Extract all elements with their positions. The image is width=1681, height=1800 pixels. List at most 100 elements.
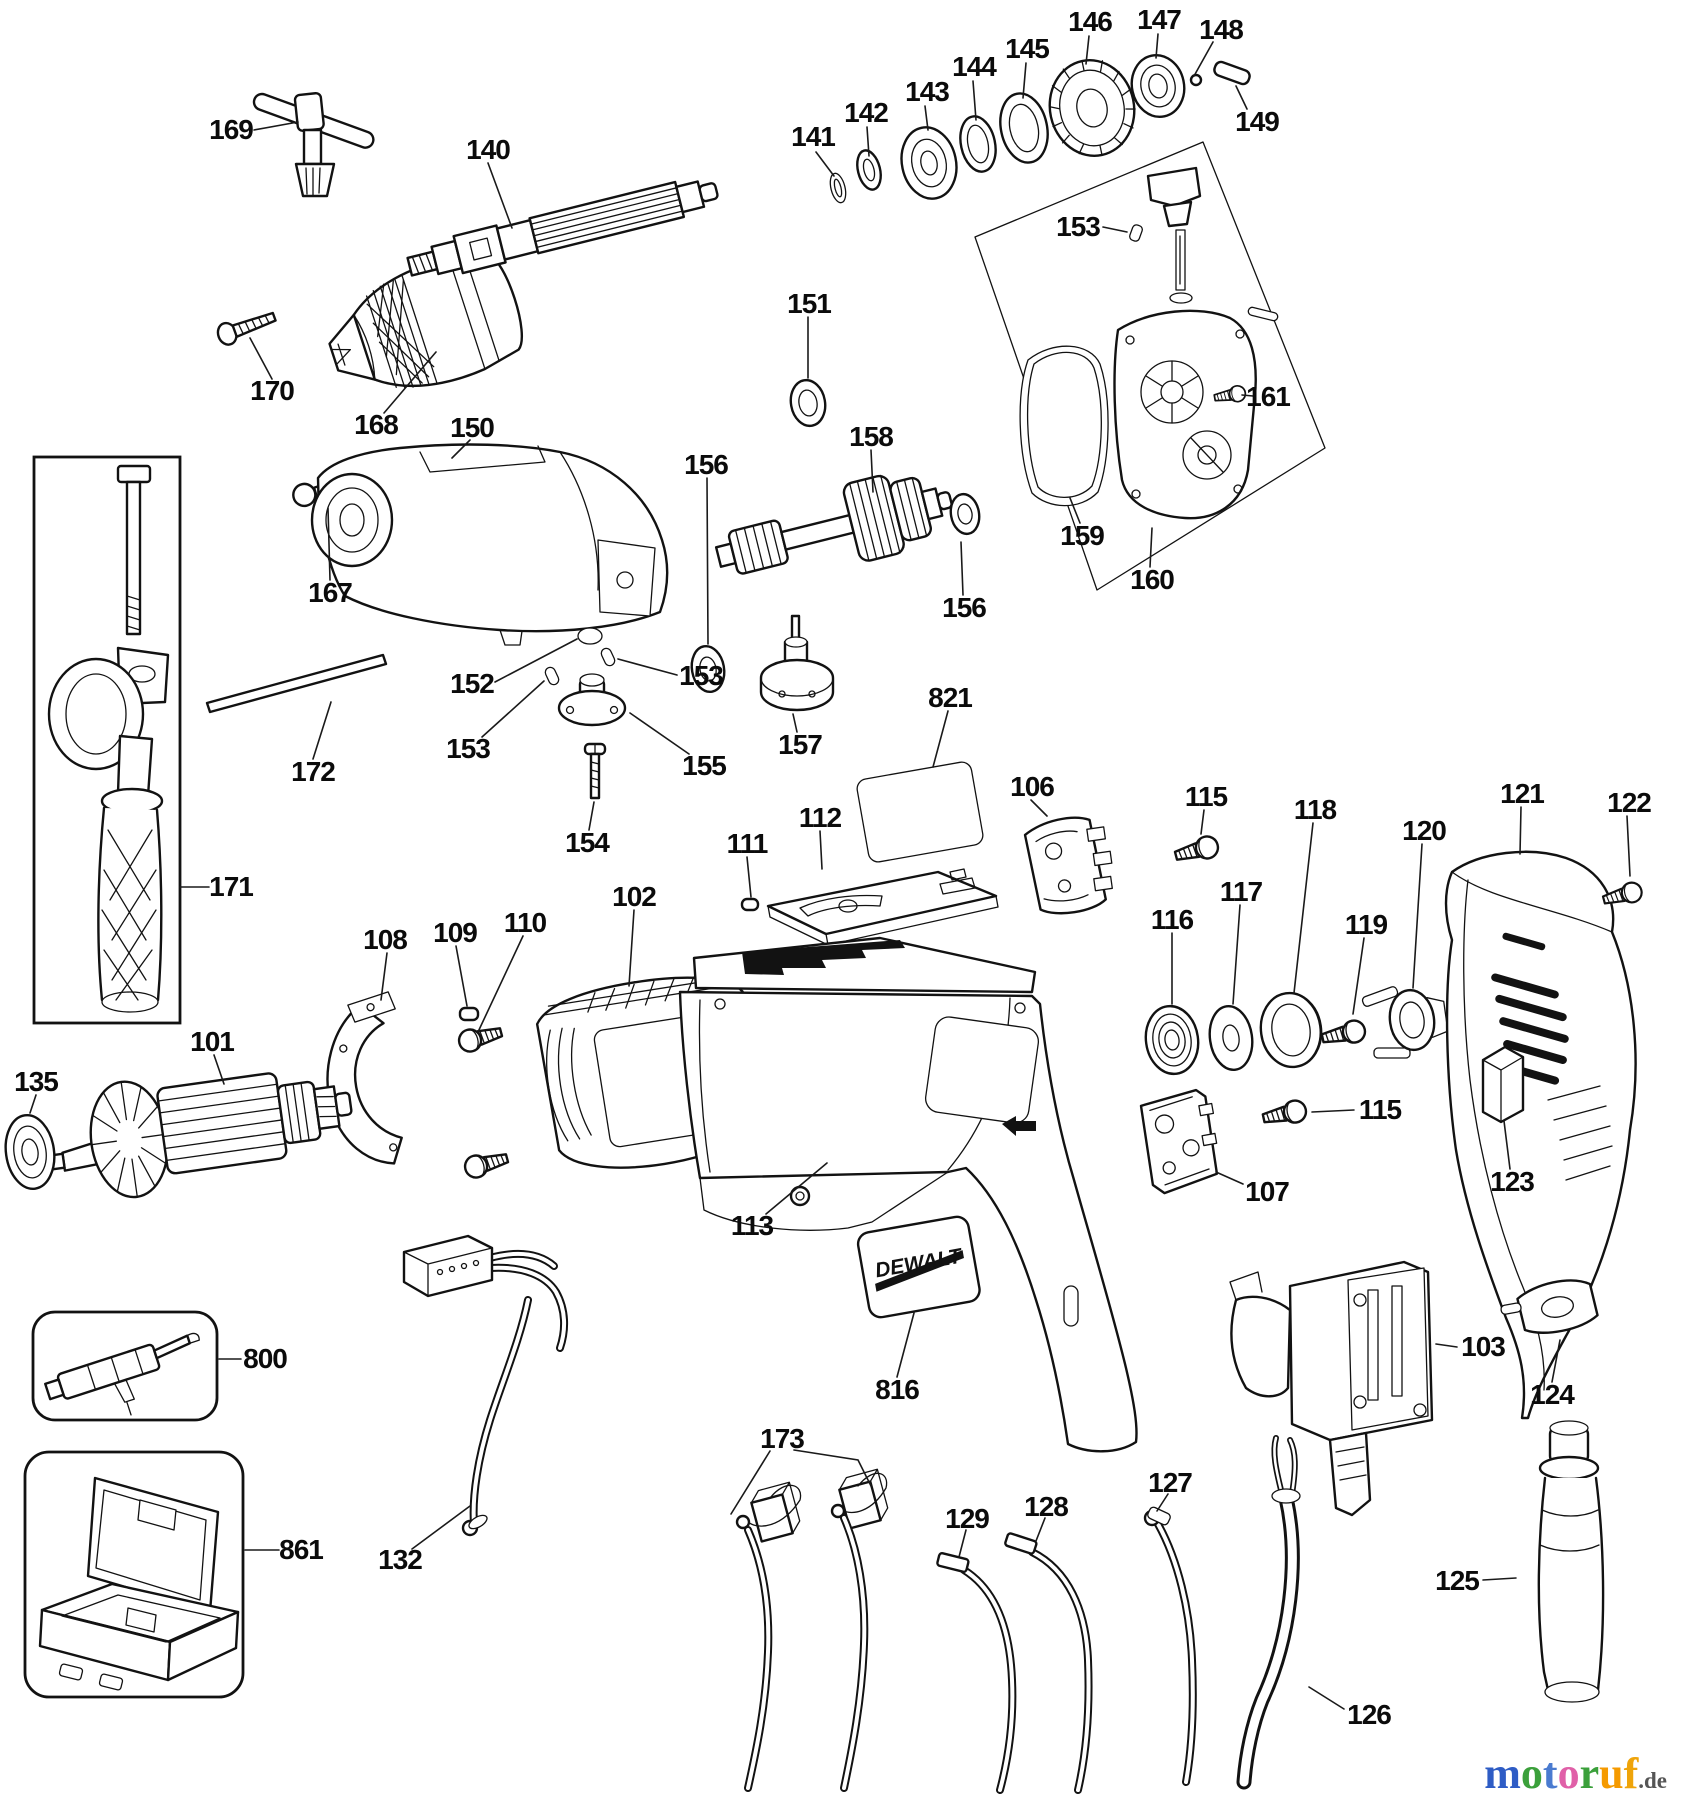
watermark-letter: f [1623, 1749, 1639, 1798]
motor-housing [678, 936, 1138, 1453]
lock-screw-154 [583, 742, 607, 800]
part-label-160: 160 [1130, 564, 1175, 595]
cord-grip-125 [1537, 1420, 1605, 1703]
watermark-word: motoruf [1484, 1749, 1638, 1798]
part-label-168: 168 [354, 409, 399, 440]
part-label-110: 110 [503, 907, 547, 938]
pin-109 [458, 1006, 480, 1022]
part-label-122: 122 [1607, 787, 1652, 818]
part-label-142: 142 [844, 97, 889, 128]
part-label-172: 172 [291, 756, 336, 787]
part-label-115: 115 [1358, 1094, 1402, 1125]
armature [47, 1072, 353, 1199]
part-label-861: 861 [279, 1534, 324, 1565]
bearing-116 [1144, 1004, 1200, 1076]
part-label-158: 158 [849, 421, 894, 452]
handle-housing [1444, 850, 1637, 1420]
brand-sticker: DEWALT [856, 1215, 981, 1319]
watermark-letter: m [1484, 1749, 1521, 1798]
part-label-173: 173 [760, 1423, 805, 1454]
watermark-letter: r [1579, 1749, 1600, 1798]
air-baffle [326, 991, 403, 1165]
watermark-letter: t [1542, 1749, 1558, 1798]
part-label-126: 126 [1347, 1699, 1392, 1730]
part-label-146: 146 [1068, 6, 1113, 37]
bearing-clamp-120 [1361, 986, 1449, 1059]
pin-111 [740, 897, 760, 912]
depth-rod [205, 653, 388, 714]
part-label-103: 103 [1461, 1331, 1506, 1362]
part-label-128: 128 [1024, 1491, 1069, 1522]
part-label-151: 151 [787, 288, 832, 319]
clutch-disc [759, 614, 835, 712]
part-label-145: 145 [1005, 33, 1050, 64]
part-label-150: 150 [450, 412, 495, 443]
part-label-800: 800 [243, 1343, 288, 1374]
part-label-154: 154 [565, 827, 610, 858]
pin-153-right [600, 647, 616, 667]
watermark-letter: u [1599, 1749, 1624, 1798]
part-label-101: 101 [190, 1026, 235, 1057]
part-label-143: 143 [905, 76, 950, 107]
part-label-153: 153 [1056, 211, 1101, 242]
part-label-135: 135 [14, 1066, 59, 1097]
cord-clamp-124 [1500, 1279, 1599, 1334]
part-label-169: 169 [209, 114, 254, 145]
part-label-171: 171 [209, 871, 254, 902]
part-label-153: 153 [446, 733, 491, 764]
side-handle-box [32, 455, 182, 1025]
label-sticker-821 [856, 761, 984, 863]
watermark-letter: o [1520, 1749, 1543, 1798]
part-label-170: 170 [250, 375, 295, 406]
part-label-159: 159 [1060, 520, 1105, 551]
part-label-102: 102 [612, 881, 657, 912]
watermark-letter: o [1557, 1749, 1580, 1798]
chuck-screw [216, 311, 277, 346]
part-label-121: 121 [1500, 778, 1545, 809]
brush-holder-107 [1139, 1088, 1219, 1195]
part-label-116: 116 [1150, 904, 1194, 935]
pin-153-left [544, 666, 560, 686]
spindle-shaft [406, 180, 719, 277]
part-label-127: 127 [1148, 1467, 1193, 1498]
part-label-125: 125 [1435, 1565, 1480, 1596]
switch-assembly [1229, 1260, 1434, 1517]
part-label-132: 132 [378, 1544, 423, 1575]
brush-holder-106 [1023, 816, 1113, 915]
part-label-113: 113 [730, 1210, 774, 1241]
part-label-140: 140 [466, 134, 511, 165]
part-label-148: 148 [1199, 14, 1244, 45]
brush-cap-123 [1481, 1045, 1525, 1124]
leader-lines [29, 33, 1631, 1710]
washer-156-left [690, 644, 726, 694]
part-label-141: 141 [791, 121, 836, 152]
part-label-167: 167 [308, 577, 353, 608]
suppressor-132 [402, 1234, 569, 1537]
lead-wire-127 [1143, 1506, 1197, 1786]
part-label-147: 147 [1137, 4, 1182, 35]
part-label-153: 153 [679, 660, 724, 691]
gear-146 [1048, 59, 1136, 157]
part-label-156: 156 [942, 592, 987, 623]
part-label-109: 109 [433, 917, 478, 948]
part-label-155: 155 [682, 750, 727, 781]
bearing-135 [4, 1114, 56, 1190]
watermark-suffix: .de [1638, 1768, 1667, 1793]
brush-plate-112 [766, 868, 999, 946]
spindle-lock [557, 673, 627, 727]
power-cable-126 [1236, 1435, 1301, 1790]
part-label-106: 106 [1010, 771, 1055, 802]
part-label-108: 108 [363, 924, 408, 955]
gearcase-assembly-group [974, 141, 1326, 591]
chuck [328, 253, 524, 389]
part-label-123: 123 [1490, 1166, 1535, 1197]
part-label-816: 816 [875, 1374, 920, 1405]
washer-117 [1208, 1004, 1254, 1072]
grease-kit-box [31, 1310, 219, 1422]
part-label-129: 129 [945, 1503, 990, 1534]
o-ring-152 [577, 627, 603, 645]
part-label-161: 161 [1246, 381, 1291, 412]
part-label-152: 152 [450, 668, 495, 699]
